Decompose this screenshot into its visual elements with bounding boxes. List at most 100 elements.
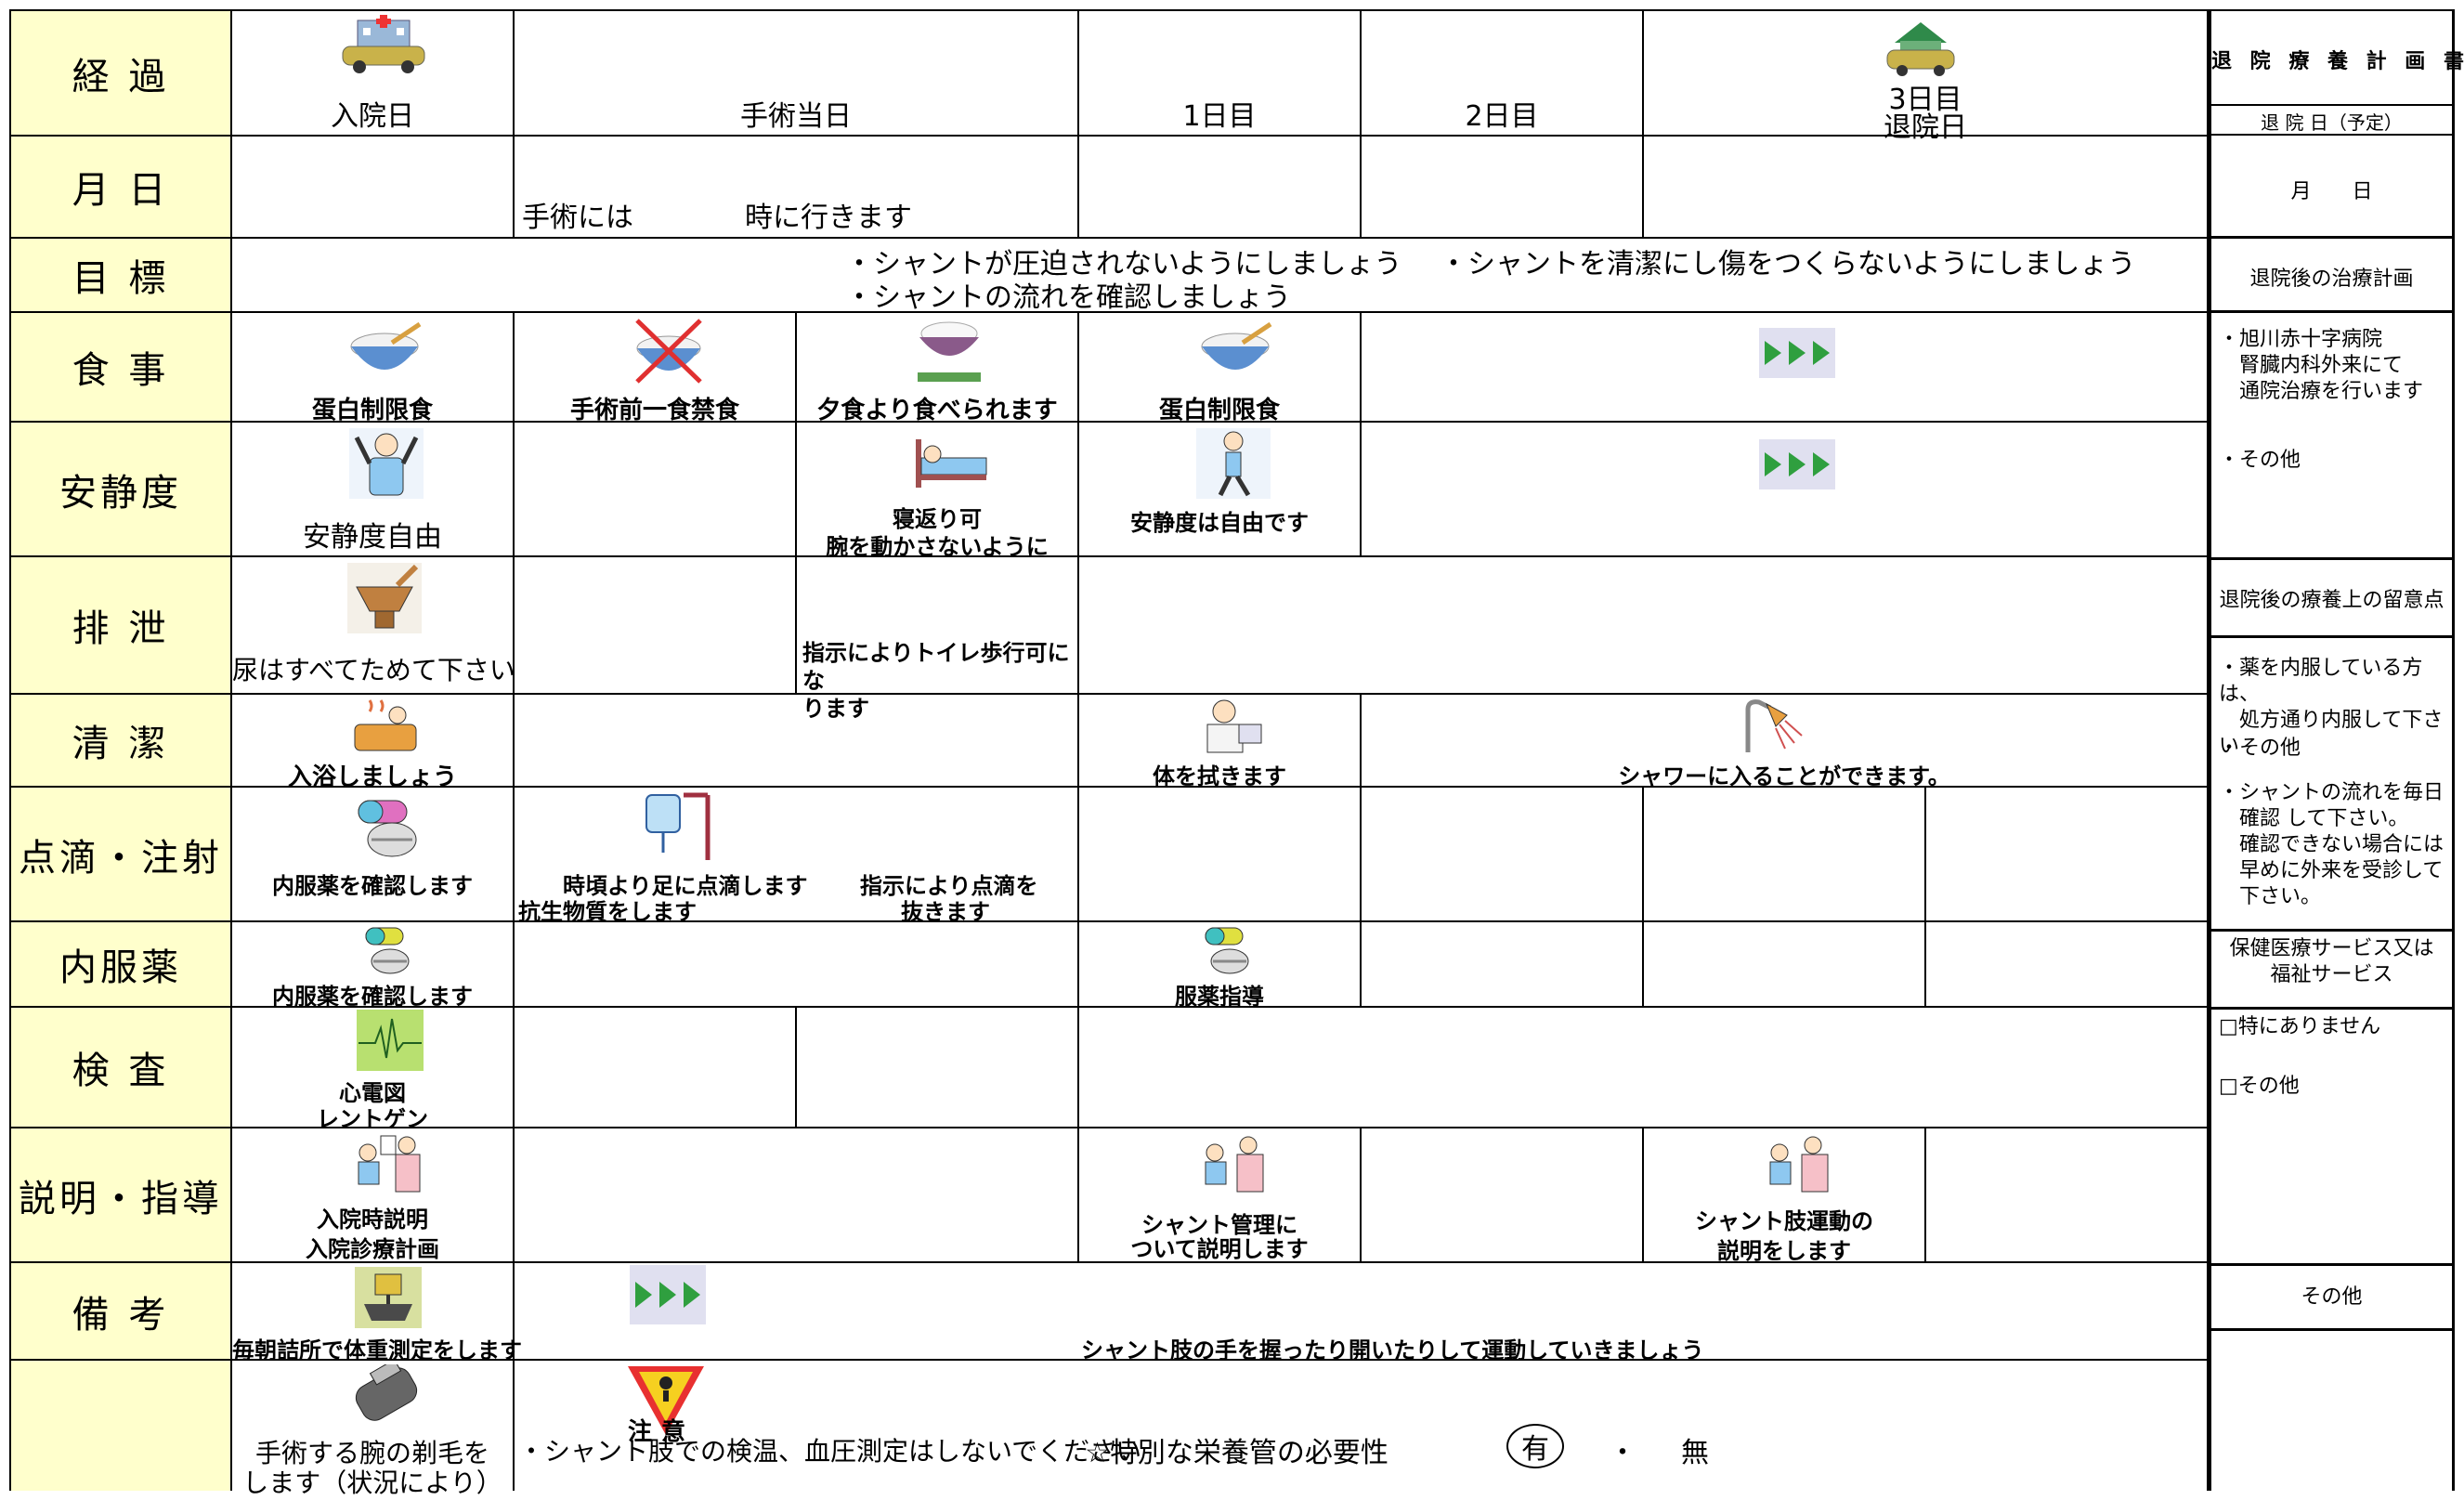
remarks-admission: 毎朝詰所で体重測定をします [232, 1261, 522, 1363]
continue-arrows-icon [1759, 439, 1835, 489]
home-car-icon [1886, 22, 1955, 76]
row-header-hygiene: 清 潔 [9, 693, 232, 786]
keika-day2: 2日目 [1362, 9, 1644, 135]
excretion-admission: 尿はすべてためて下さい [232, 555, 515, 693]
service-other-checkbox: □その他 [2219, 1075, 2300, 1098]
hygiene-day2-text: シャワーに入ることができます。 [1618, 763, 1950, 789]
hospital-car-icon [342, 15, 425, 73]
row-label: 月 日 [72, 169, 170, 212]
medicine-admission-text: 内服薬を確認します [272, 984, 473, 1010]
ecg-icon [357, 1010, 424, 1071]
divider [2211, 635, 2452, 638]
row-header-medicine: 内服薬 [9, 920, 232, 1006]
exam-admission: 心電図 レントゲン [232, 1006, 515, 1132]
explain-admission-text: 入院診療計画 [306, 1236, 439, 1262]
keika-day1: 1日目 [1079, 9, 1362, 135]
pills-icon [1205, 927, 1249, 974]
continue-arrows-icon [630, 1265, 706, 1324]
excretion-rest [1079, 555, 2209, 693]
explain-day1-text: ついて説明します [1130, 1236, 1309, 1262]
drip-day1 [1079, 786, 1362, 920]
meal-day1-text: 蛋白制限食 [1158, 397, 1280, 424]
divider [2211, 104, 2452, 106]
keika-admission: 入院日 [232, 9, 515, 135]
meal-admission: 蛋白制限食 [232, 311, 515, 424]
date-surgery: 手術には 時に行きます [515, 135, 1079, 237]
goals-cell: ・シャントが圧迫されないようにしましょう ・シャントを清潔にし傷をつくらないよう… [232, 237, 2209, 314]
rest-preop [515, 421, 797, 555]
row-label: 内服薬 [59, 946, 182, 989]
explain-surgery [515, 1127, 1079, 1261]
bath-icon [354, 699, 417, 751]
treatment-plan-text: ・旭川赤十字病院 腎臓内科外来にて 通院治療を行います [2219, 328, 2424, 403]
meal-preop-text: 手術前一食禁食 [569, 397, 739, 424]
surgery-time-note: 手術には 時に行きます [522, 202, 912, 234]
explain-day3-text: 説明をします [1717, 1238, 1851, 1264]
hygiene-day1-text: 体を拭きます [1153, 763, 1286, 789]
meal-postop: 夕食より食べられます [797, 311, 1079, 424]
discharge-date-label: 退 院 日（予定） [2261, 111, 2403, 134]
medicine-day1: 服薬指導 [1079, 920, 1362, 1010]
urine-collector-icon [347, 563, 422, 633]
other-label: その他 [2301, 1285, 2363, 1309]
row-header-notes [9, 1359, 232, 1491]
goal-text: ・シャントを清潔にし傷をつくらないようにしましょう [1440, 248, 2136, 280]
post-discharge-care-title: 退院後の療養上の留意点 [2219, 589, 2444, 612]
remarks-rest: シャント肢の手を握ったり開いたりして運動していきましょう [515, 1261, 2209, 1363]
row-header-rest: 安静度 [9, 421, 232, 555]
rice-bowl-icon [918, 321, 981, 382]
day3-label: 3日目 [1888, 84, 1962, 116]
hygiene-surgery [515, 693, 1079, 786]
person-free-icon [349, 428, 424, 499]
day1-label: 1日目 [1182, 100, 1257, 133]
meal-preop: 手術前一食禁食 [515, 311, 797, 424]
row-header-exam: 検 査 [9, 1006, 232, 1127]
iv-drip-icon [645, 792, 711, 860]
person-walking-icon [1196, 428, 1271, 499]
row-label: 検 査 [72, 1050, 170, 1092]
row-label: 説明・指導 [19, 1177, 223, 1220]
explain-day1: シャント管理に ついて説明します [1079, 1127, 1362, 1262]
date-day2 [1362, 135, 1644, 237]
rice-bowl-icon [350, 321, 422, 370]
excretion-postop-text: 指示によりトイレ歩行可にな ります [802, 640, 1070, 722]
meal-day1: 蛋白制限食 [1079, 311, 1362, 424]
admission-label: 入院日 [331, 100, 414, 133]
exam-postop [797, 1006, 1079, 1127]
rest-day1: 安静度は自由です [1079, 421, 1362, 555]
rest-admission: 安静度自由 [232, 421, 515, 555]
excretion-postop: 指示によりトイレ歩行可にな ります [797, 555, 1079, 722]
meal-postop-text: 夕食より食べられます [816, 397, 1058, 424]
drip-day2 [1362, 786, 1644, 920]
meal-continue [1362, 311, 2209, 421]
drip-day3b [1926, 786, 2209, 920]
divider [2211, 1328, 2452, 1331]
treatment-plan-other: ・その他 [2219, 449, 2301, 472]
care-other-text: ・その他 [2219, 737, 2301, 760]
keika-day3: 3日目 退院日 [1644, 9, 2209, 144]
care-medicine-text: ・薬を内服している方は、 処方通り内服して下さい [2219, 657, 2444, 758]
divider [2211, 1007, 2452, 1010]
drip-admission: 内服薬を確認します [232, 786, 515, 920]
row-label: 目 標 [72, 257, 170, 300]
row-header-goal: 目 標 [9, 237, 232, 311]
care-shunt-text: ・シャントの流れを毎日 確認 して下さい。 確認できない場合には 早めに外来を受… [2219, 781, 2444, 908]
rest-continue [1362, 421, 2209, 555]
date-day3 [1644, 135, 2209, 237]
row-label: 備 考 [72, 1293, 170, 1337]
explain-day3-text: シャント肢運動の [1695, 1208, 1873, 1234]
row-label: 食 事 [72, 349, 170, 392]
divider [2211, 557, 2452, 560]
row-header-drip: 点滴・注射 [9, 786, 232, 920]
consultation-icon [358, 1135, 421, 1193]
row-label: 清 潔 [72, 723, 170, 765]
consultation-icon [1769, 1136, 1829, 1193]
divider [2211, 310, 2452, 313]
consultation-icon [1205, 1136, 1264, 1193]
discharge-plan-panel: 退 院 療 養 計 画 書 退 院 日（予定） 月 日 退院後の治療計画 ・旭川… [2209, 9, 2464, 1491]
medicine-day1-text: 服薬指導 [1175, 984, 1264, 1010]
day2-label: 2日目 [1465, 100, 1539, 133]
goal-text: ・シャントの流れを確認しましょう [845, 281, 1291, 314]
rest-admission-text: 安静度自由 [303, 521, 442, 554]
